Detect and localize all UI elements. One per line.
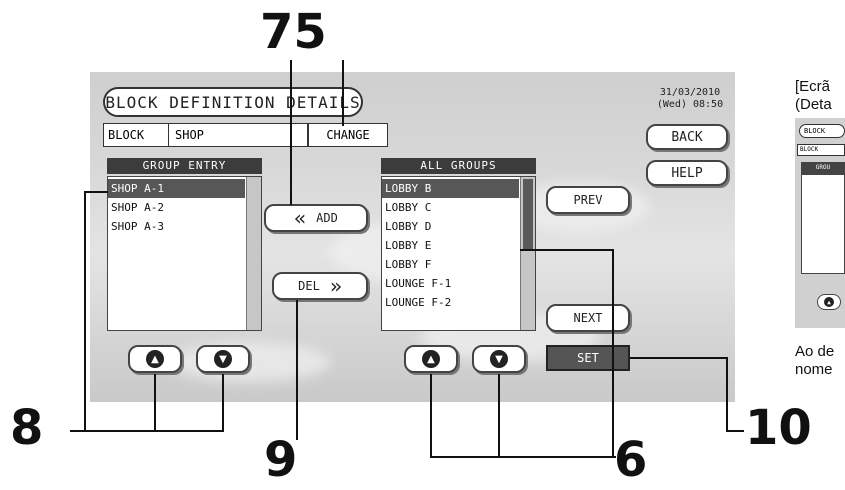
all-groups-down-button[interactable]: ▼ <box>472 345 526 373</box>
block-label: BLOCK <box>103 123 169 147</box>
group-entry-header: GROUP ENTRY <box>107 158 262 174</box>
help-button[interactable]: HELP <box>646 160 728 186</box>
list-item[interactable]: SHOP A-2 <box>111 201 164 214</box>
group-entry-down-button[interactable]: ▼ <box>196 345 250 373</box>
side-text-line2: (Deta <box>795 96 832 113</box>
callout-75: 75 <box>260 4 327 60</box>
side-text-line1: [Ecrã <box>795 78 831 95</box>
leader-line <box>84 191 108 193</box>
leader-line <box>498 374 500 458</box>
leader-line <box>154 374 156 432</box>
add-button[interactable]: « ADD <box>264 204 368 232</box>
mini-list <box>801 174 845 274</box>
leader-line <box>84 191 86 432</box>
all-groups-up-button[interactable]: ▲ <box>404 345 458 373</box>
leader-line <box>430 456 616 458</box>
side-caption-line2: nome <box>795 361 833 378</box>
side-caption-line1: Ao de <box>795 343 835 360</box>
time-text: (Wed) 08:50 <box>656 99 724 110</box>
leader-line <box>726 430 744 432</box>
list-item[interactable]: LOUNGE F-2 <box>385 296 452 309</box>
up-arrow-icon: ▲ <box>824 297 834 307</box>
leader-line <box>726 357 728 431</box>
mini-header: GROU <box>801 162 845 174</box>
list-item[interactable]: LOUNGE F-1 <box>385 277 452 290</box>
list-item[interactable]: LOBBY E <box>385 239 432 252</box>
chevron-right-icon: » <box>329 274 342 298</box>
leader-line <box>342 60 344 126</box>
next-button[interactable]: NEXT <box>546 304 630 332</box>
mini-up-button: ▲ <box>817 294 841 310</box>
del-button[interactable]: DEL » <box>272 272 368 300</box>
all-groups-scrollbar[interactable] <box>520 177 535 330</box>
list-item[interactable]: LOBBY D <box>385 220 432 233</box>
up-arrow-icon: ▲ <box>146 350 164 368</box>
leader-line <box>630 357 728 359</box>
prev-button[interactable]: PREV <box>546 186 630 214</box>
group-entry-list[interactable]: SHOP A-1 SHOP A-2 SHOP A-3 <box>107 176 262 331</box>
leader-line <box>290 60 292 205</box>
callout-8: 8 <box>10 400 44 456</box>
leader-line <box>70 430 223 432</box>
group-entry-scrollbar[interactable] <box>246 177 261 330</box>
callout-10: 10 <box>745 400 812 456</box>
up-arrow-icon: ▲ <box>422 350 440 368</box>
leader-line <box>520 249 614 251</box>
add-button-label: ADD <box>316 211 338 225</box>
del-button-label: DEL <box>298 279 320 293</box>
all-groups-items: LOBBY B LOBBY C LOBBY D LOBBY E LOBBY F … <box>382 179 519 312</box>
group-entry-items: SHOP A-1 SHOP A-2 SHOP A-3 <box>108 179 245 236</box>
callout-9: 9 <box>264 432 298 488</box>
leader-line <box>612 249 614 458</box>
side-mini-screen: BLOCK BLOCK GROU ▲ <box>795 118 845 328</box>
mini-block-field: BLOCK <box>797 144 845 156</box>
down-arrow-icon: ▼ <box>490 350 508 368</box>
cloud-decoration <box>170 342 330 382</box>
change-button[interactable]: CHANGE <box>308 123 388 147</box>
page-title: BLOCK DEFINITION DETAILS <box>103 87 363 117</box>
all-groups-header: ALL GROUPS <box>381 158 536 174</box>
list-item[interactable]: LOBBY C <box>385 201 432 214</box>
list-item[interactable]: LOBBY F <box>385 258 432 271</box>
leader-line <box>296 300 298 440</box>
list-item[interactable]: SHOP A-1 <box>108 179 245 198</box>
set-button[interactable]: SET <box>546 345 630 371</box>
scroll-thumb[interactable] <box>523 179 533 251</box>
back-button[interactable]: BACK <box>646 124 728 150</box>
list-item[interactable]: LOBBY B <box>382 179 519 198</box>
datetime-display: 31/03/2010 (Wed) 08:50 <box>650 87 730 111</box>
mini-title: BLOCK <box>799 124 845 138</box>
block-name-field: SHOP <box>168 123 308 147</box>
list-item[interactable]: SHOP A-3 <box>111 220 164 233</box>
chevron-left-icon: « <box>294 206 307 230</box>
leader-line <box>430 374 432 458</box>
down-arrow-icon: ▼ <box>214 350 232 368</box>
date-text: 31/03/2010 <box>659 87 721 98</box>
group-entry-up-button[interactable]: ▲ <box>128 345 182 373</box>
all-groups-list[interactable]: LOBBY B LOBBY C LOBBY D LOBBY E LOBBY F … <box>381 176 536 331</box>
callout-6: 6 <box>614 432 648 488</box>
leader-line <box>222 374 224 432</box>
